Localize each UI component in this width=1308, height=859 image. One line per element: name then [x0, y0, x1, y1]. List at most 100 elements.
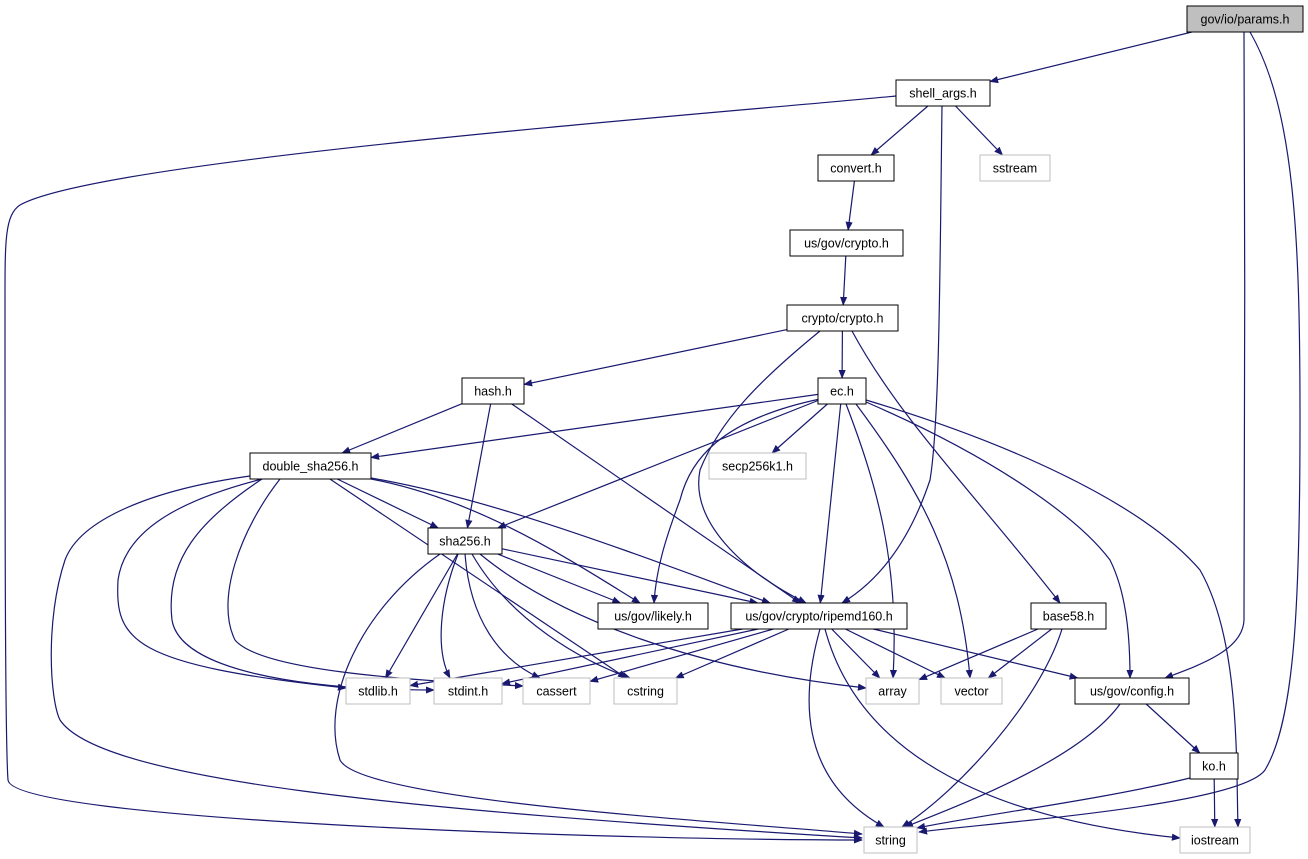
node-box-ko [1189, 752, 1239, 780]
node-box-cstring [613, 677, 678, 705]
node-label-usgovcrypto: us/gov/crypto.h [804, 237, 889, 251]
node-label-cstring: cstring [627, 685, 664, 699]
edge-ko-to-string [916, 777, 1191, 830]
edge-sha256-to-likely [497, 553, 622, 604]
edge-double_sha256-to-cassert [227, 478, 524, 690]
node-ko[interactable]: ko.h [1189, 752, 1239, 780]
node-ec[interactable]: ec.h [817, 377, 867, 405]
node-label-vector: vector [954, 685, 988, 699]
node-box-likely [597, 602, 709, 630]
node-string: string [863, 826, 918, 854]
edge-ec-to-config [865, 401, 1134, 679]
edge-cryptocrypto-to-hash [523, 329, 788, 387]
edge-base58-to-vector [987, 628, 1053, 679]
node-label-ripemd160: us/gov/crypto/ripemd160.h [745, 610, 892, 624]
edge-hash-to-double_sha256 [341, 403, 463, 454]
node-box-stdint [433, 677, 503, 705]
node-convert[interactable]: convert.h [817, 154, 895, 182]
edge-ripemd160-to-stdlib [409, 628, 743, 688]
node-label-secp256k1: secp256k1.h [722, 460, 793, 474]
node-label-ko: ko.h [1202, 760, 1226, 774]
node-box-convert [817, 154, 895, 182]
edge-base58-to-string [901, 628, 1063, 828]
edge-hash-to-sha256 [465, 403, 492, 529]
edge-ec-to-ripemd160 [817, 403, 842, 604]
edge-sha256-to-ripemd160 [501, 548, 759, 605]
edge-shell_args-to-ripemd160 [841, 105, 943, 604]
node-label-config: us/gov/config.h [1090, 685, 1174, 699]
node-label-stdint: stdint.h [448, 685, 488, 699]
node-hash[interactable]: hash.h [461, 377, 525, 405]
node-label-likely: us/gov/likely.h [614, 610, 692, 624]
edge-sha256-to-stdlib [384, 553, 459, 679]
edge-ripemd160-to-vector [845, 628, 946, 679]
edge-double_sha256-to-stdint [170, 478, 435, 694]
edge-sha256-to-stdint [440, 553, 459, 679]
node-stdint: stdint.h [433, 677, 503, 705]
node-double_sha256[interactable]: double_sha256.h [249, 452, 372, 480]
edge-double_sha256-to-likely [370, 478, 641, 604]
node-box-string [863, 826, 918, 854]
edge-ripemd160-to-cassert [589, 628, 774, 683]
edge-ripemd160-to-cstring [674, 628, 790, 679]
edge-ec-to-secp256k1 [771, 403, 828, 454]
node-sha256[interactable]: sha256.h [427, 527, 503, 555]
edge-config-to-string [904, 703, 1121, 828]
node-usgovcrypto[interactable]: us/gov/crypto.h [789, 229, 904, 257]
node-label-params: gov/io/params.h [1201, 13, 1290, 27]
node-cstring: cstring [613, 677, 678, 705]
node-box-base58 [1030, 602, 1107, 630]
node-label-cassert: cassert [536, 685, 577, 699]
edge-shell_args-to-string [4, 95, 897, 844]
edge-ripemd160-to-iostream [824, 628, 1181, 841]
edge-ripemd160-to-stdint [501, 628, 759, 686]
node-box-secp256k1 [708, 452, 807, 480]
node-box-array [865, 677, 920, 705]
node-box-sha256 [427, 527, 503, 555]
edge-ec-to-vector [855, 403, 973, 679]
node-box-double_sha256 [249, 452, 372, 480]
node-shell_args[interactable]: shell_args.h [895, 79, 991, 107]
node-cryptocrypto[interactable]: crypto/crypto.h [786, 304, 899, 332]
edge-double_sha256-to-ripemd160 [370, 477, 771, 604]
edge-sha256-to-string [334, 553, 863, 837]
edge-ec-to-double_sha256 [370, 393, 819, 460]
node-box-vector [940, 677, 1003, 705]
node-box-hash [461, 377, 525, 405]
edge-sha256-to-array [479, 553, 867, 691]
node-iostream: iostream [1179, 826, 1251, 854]
node-likely[interactable]: us/gov/likely.h [597, 602, 709, 630]
node-label-base58: base58.h [1043, 610, 1094, 624]
node-params[interactable]: gov/io/params.h [1186, 5, 1304, 33]
node-label-double_sha256: double_sha256.h [263, 460, 359, 474]
edge-double_sha256-to-sha256 [337, 478, 440, 529]
node-base58[interactable]: base58.h [1030, 602, 1107, 630]
node-ripemd160[interactable]: us/gov/crypto/ripemd160.h [730, 602, 908, 630]
node-label-iostream: iostream [1191, 834, 1239, 848]
node-vector: vector [940, 677, 1003, 705]
node-label-sstream: sstream [993, 162, 1037, 176]
edge-config-to-ko [1145, 703, 1201, 754]
edge-hash-to-ripemd160 [511, 403, 801, 604]
edge-sha256-to-cassert [464, 553, 541, 679]
edge-ko-to-iostream [1211, 778, 1219, 828]
edge-double_sha256-to-string [50, 475, 863, 842]
node-label-convert: convert.h [830, 162, 881, 176]
edge-ec-to-sha256 [496, 399, 819, 529]
node-box-stdlib [345, 677, 411, 705]
node-box-iostream [1179, 826, 1251, 854]
node-box-shell_args [895, 79, 991, 107]
edge-ripemd160-to-config [873, 628, 1079, 680]
edge-double_sha256-to-cstring [329, 478, 627, 679]
edge-params-to-string [918, 31, 1301, 835]
edge-sha256-to-cstring [471, 553, 631, 679]
node-config[interactable]: us/gov/config.h [1074, 677, 1190, 705]
edge-base58-to-array [918, 628, 1039, 681]
edge-ripemd160-to-array [831, 628, 881, 679]
edge-shell_args-to-convert [870, 105, 929, 156]
node-box-params [1186, 5, 1304, 33]
node-box-ripemd160 [730, 602, 908, 630]
node-stdlib: stdlib.h [345, 677, 411, 705]
node-box-cassert [522, 677, 591, 705]
